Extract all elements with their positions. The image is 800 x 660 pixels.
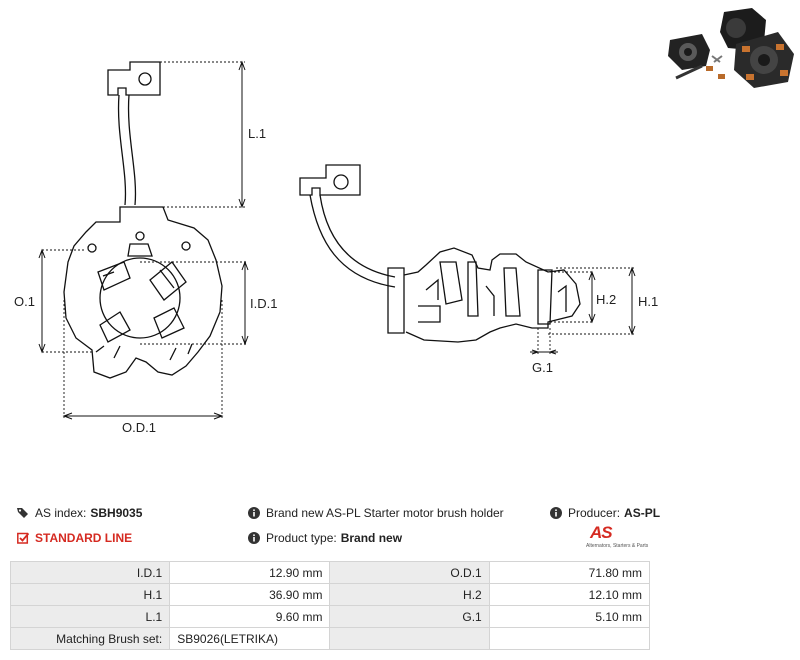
table-row: Matching Brush set: SB9026(LETRIKA) — [9, 627, 651, 650]
spec-label: G.1 — [329, 605, 490, 628]
spec-value: SB9026(LETRIKA) — [169, 627, 331, 650]
technical-drawing: L.1 O.1 I.D.1 O.D.1 H.2 H.1 G.1 — [14, 60, 658, 435]
info-icon — [248, 532, 260, 544]
logo-mark: AS — [590, 523, 613, 542]
side-terminal — [299, 164, 361, 196]
product-photo — [662, 4, 796, 90]
spec-value: 12.90 mm — [169, 561, 331, 584]
table-row: I.D.1 12.90 mm O.D.1 71.80 mm — [9, 561, 651, 584]
spec-value: 9.60 mm — [169, 605, 331, 628]
front-terminal — [107, 61, 161, 96]
dim-od1-label: O.D.1 — [122, 420, 156, 435]
front-wire — [117, 94, 137, 206]
tags-icon — [17, 508, 28, 518]
spec-value: 71.80 mm — [488, 561, 651, 584]
line-row: STANDARD LINE — [17, 531, 132, 545]
description-row: Brand new AS-PL Starter motor brush hold… — [248, 506, 504, 520]
dim-h1-label: H.1 — [638, 294, 658, 309]
front-plate — [63, 206, 223, 379]
product-description: Brand new AS-PL Starter motor brush hold… — [266, 506, 504, 520]
as-index-label: AS index: — [35, 506, 87, 520]
dim-o1-label: O.1 — [14, 294, 35, 309]
producer-row: Producer: AS-PL — [550, 506, 660, 520]
spec-value: 5.10 mm — [488, 605, 651, 628]
side-body — [387, 267, 405, 334]
table-row: H.1 36.90 mm H.2 12.10 mm — [9, 583, 651, 606]
dim-h2-label: H.2 — [596, 292, 616, 307]
product-type-label: Product type: — [266, 531, 337, 545]
info-icon — [248, 507, 260, 519]
spec-value: 36.90 mm — [169, 583, 331, 606]
brush-box-4 — [153, 307, 185, 339]
table-row: L.1 9.60 mm G.1 5.10 mm — [9, 605, 651, 628]
as-logo: AS Alternators, Starters & Parts — [586, 524, 650, 552]
spec-label: H.2 — [329, 583, 490, 606]
info-icon — [550, 507, 562, 519]
check-square-icon — [17, 532, 29, 544]
product-type-value: Brand new — [340, 531, 403, 545]
product-type-row: Product type: Brand new — [248, 531, 402, 545]
dim-id1-label: I.D.1 — [250, 296, 277, 311]
as-index-row: AS index: SBH9035 — [17, 506, 142, 520]
dim-l1-label: L.1 — [248, 126, 266, 141]
logo-tagline: Alternators, Starters & Parts — [586, 543, 649, 549]
dim-g1-label: G.1 — [532, 360, 553, 375]
as-index-value: SBH9035 — [90, 506, 143, 520]
spec-value — [488, 627, 651, 650]
brush-box-3 — [99, 311, 131, 343]
brush-box-2 — [149, 261, 187, 301]
spec-label: O.D.1 — [329, 561, 490, 584]
spec-label: H.1 — [9, 583, 171, 606]
product-line: STANDARD LINE — [35, 531, 133, 545]
spec-label: L.1 — [9, 605, 171, 628]
brush-box-1 — [97, 261, 131, 291]
producer-value: AS-PL — [624, 506, 661, 520]
side-wire — [309, 194, 396, 288]
spec-label — [329, 627, 490, 650]
spec-value: 12.10 mm — [488, 583, 651, 606]
spec-label: I.D.1 — [9, 561, 171, 584]
spec-label: Matching Brush set: — [9, 627, 171, 650]
producer-label: Producer: — [568, 506, 621, 520]
specs-table: I.D.1 12.90 mm O.D.1 71.80 mm H.1 36.90 … — [9, 561, 651, 650]
